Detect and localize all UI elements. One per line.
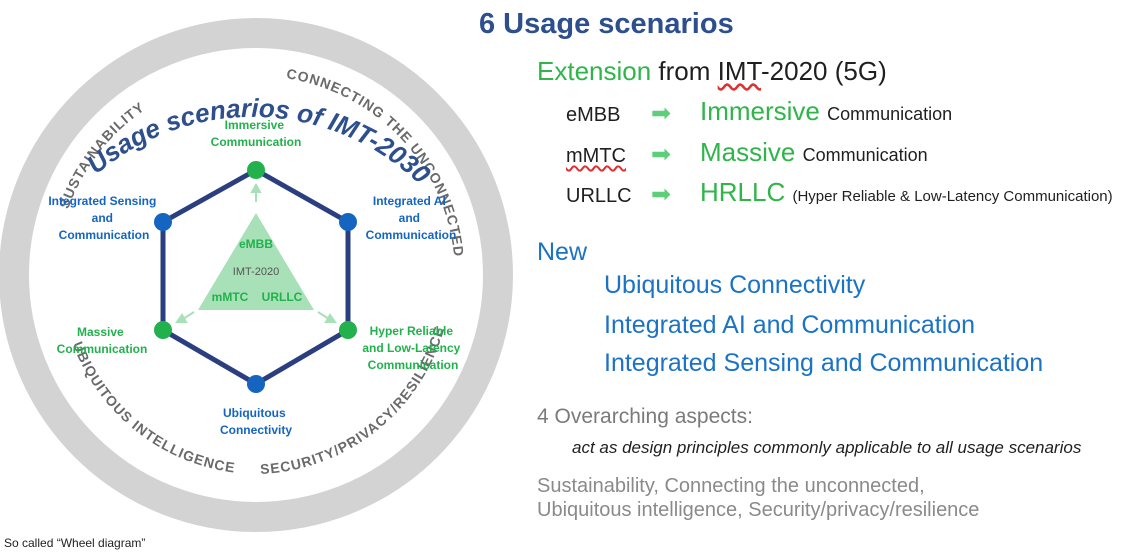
- new-scenario: Massive Communication: [700, 137, 928, 167]
- aspects-note: act as design principles commonly applic…: [572, 438, 1082, 457]
- mapping-row: eMBB ➡ Immersive Communication: [0, 96, 1130, 132]
- label-integrated-ai: Integrated AI and Communication: [366, 194, 457, 242]
- page-title: 6 Usage scenarios: [479, 8, 734, 40]
- new-scenario: Immersive Communication: [700, 96, 953, 126]
- mapping-row: URLLC ➡ HRLLC (Hyper Reliable & Low-Late…: [0, 177, 1130, 213]
- old-scenario: mMTC: [566, 145, 626, 167]
- aspects-line: Sustainability, Connecting the unconnect…: [537, 475, 925, 497]
- right-arrow-icon: ➡: [651, 181, 672, 208]
- arrow-up-head: [250, 182, 262, 193]
- extension-word: Extension: [537, 56, 652, 86]
- new-heading: New: [537, 238, 588, 266]
- old-scenario: URLLC: [566, 185, 632, 207]
- arrow-down-right: [317, 311, 330, 320]
- triangle-imt2020: IMT-2020: [233, 266, 279, 278]
- extension-ref: IMT-2020 (5G): [717, 56, 887, 86]
- label-immersive: Immersive Communication: [211, 118, 302, 149]
- mapping-row: mMTC ➡ Massive Communication: [0, 137, 1130, 173]
- node-immersive: [247, 161, 265, 179]
- node-ubiquitous: [247, 375, 265, 393]
- wheel-diagram: SUSTAINABILITY CONNECTING THE UNCONNECTE…: [0, 18, 513, 532]
- node-massive: [154, 321, 172, 339]
- right-arrow-icon: ➡: [651, 141, 672, 168]
- arrow-down-left: [182, 311, 195, 320]
- aspects-heading: 4 Overarching aspects:: [537, 405, 753, 428]
- caption: So called “Wheel diagram”: [4, 536, 146, 550]
- node-integrated-ai: [339, 213, 357, 231]
- arrow-down-right-head: [324, 313, 337, 323]
- node-hrllc: [339, 321, 357, 339]
- triangle-embb: eMBB: [239, 237, 273, 251]
- new-item: Integrated Sensing and Communication: [604, 349, 1044, 377]
- triangle-urllc: URLLC: [262, 290, 303, 304]
- label-massive: Massive Communication: [57, 325, 148, 356]
- node-integrated-sensing: [154, 213, 172, 231]
- label-integrated-sensing: Integrated Sensing and Communication: [48, 194, 159, 242]
- arrow-down-left-head: [175, 313, 188, 323]
- old-scenario: eMBB: [566, 104, 621, 126]
- label-ubiquitous: Ubiquitous Connectivity: [220, 406, 292, 437]
- extension-from: from: [658, 56, 711, 86]
- triangle-mmtc: mMTC: [212, 290, 249, 304]
- label-hrllc: Hyper Reliable and Low-Latency Communica…: [362, 324, 463, 372]
- extension-line: Extension from IMT-2020 (5G): [537, 56, 887, 87]
- new-item: Integrated AI and Communication: [604, 311, 976, 339]
- aspects-line: Ubiquitous intelligence, Security/privac…: [537, 499, 980, 521]
- right-arrow-icon: ➡: [651, 100, 672, 127]
- imt2020-triangle: [198, 213, 314, 310]
- new-scenario: HRLLC (Hyper Reliable & Low-Latency Comm…: [700, 177, 1113, 207]
- new-item: Ubiquitous Connectivity: [604, 271, 866, 299]
- outer-ring: [0, 18, 513, 532]
